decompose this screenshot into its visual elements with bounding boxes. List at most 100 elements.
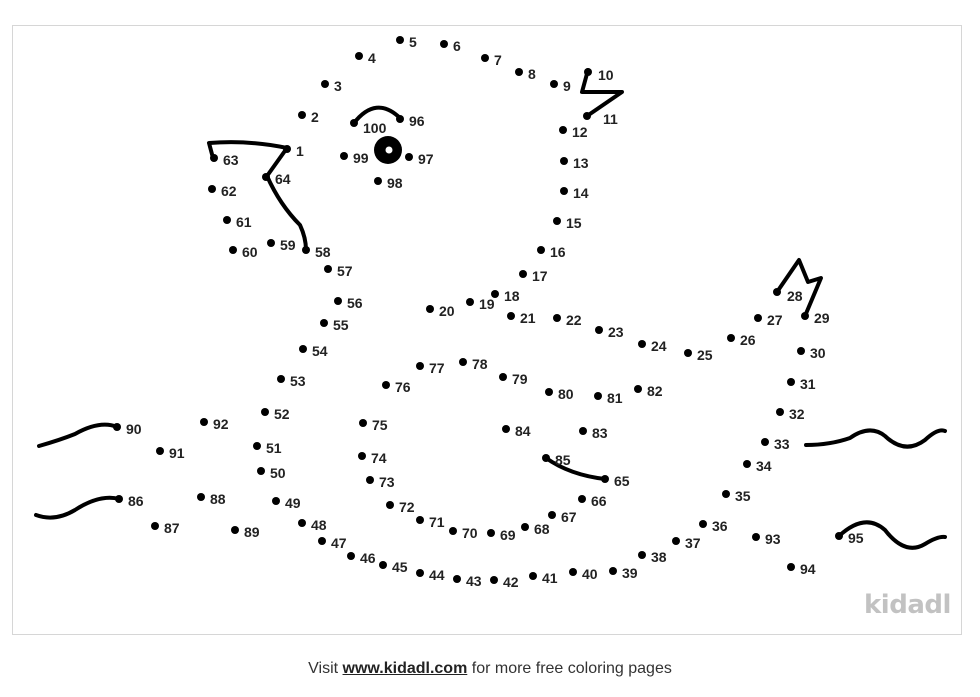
dot-label-77: 77: [429, 360, 445, 376]
dot-label-23: 23: [608, 324, 624, 340]
dot-label-61: 61: [236, 214, 252, 230]
dot-label-42: 42: [503, 574, 519, 590]
dot-39: [609, 567, 617, 575]
dot-34: [743, 460, 751, 468]
dot-45: [379, 561, 387, 569]
dot-label-36: 36: [712, 518, 728, 534]
dot-label-81: 81: [607, 390, 623, 406]
dot-64: [262, 173, 270, 181]
dot-29: [801, 312, 809, 320]
dot-label-71: 71: [429, 514, 445, 530]
dot-label-32: 32: [789, 406, 805, 422]
eyebrow-line: [352, 105, 402, 125]
dot-label-16: 16: [550, 244, 566, 260]
dot-94: [787, 563, 795, 571]
dot-4: [355, 52, 363, 60]
dot-71: [416, 516, 424, 524]
dot-label-67: 67: [561, 509, 577, 525]
dot-label-15: 15: [566, 215, 582, 231]
dot-7: [481, 54, 489, 62]
dot-label-1: 1: [296, 143, 304, 159]
dot-22: [553, 314, 561, 322]
dot-label-21: 21: [520, 310, 536, 326]
dot-label-35: 35: [735, 488, 751, 504]
dot-33: [761, 438, 769, 446]
dot-84: [502, 425, 510, 433]
dot-label-52: 52: [274, 406, 290, 422]
dot-73: [366, 476, 374, 484]
dot-32: [776, 408, 784, 416]
dot-label-92: 92: [213, 416, 229, 432]
dot-74: [358, 452, 366, 460]
dot-label-84: 84: [515, 423, 531, 439]
dot-65: [601, 475, 609, 483]
dot-25: [684, 349, 692, 357]
dot-63: [210, 154, 218, 162]
dot-18: [491, 290, 499, 298]
dot-6: [440, 40, 448, 48]
dot-44: [416, 569, 424, 577]
dot-47: [318, 537, 326, 545]
dot-46: [347, 552, 355, 560]
dot-82: [634, 385, 642, 393]
dot-100: [350, 119, 358, 127]
dot-28: [773, 288, 781, 296]
dot-label-78: 78: [472, 356, 488, 372]
dot-label-73: 73: [379, 474, 395, 490]
dot-label-99: 99: [353, 150, 369, 166]
page-frame: [12, 25, 962, 635]
tail-tuft-line: [775, 258, 823, 318]
dot-label-87: 87: [164, 520, 180, 536]
dot-68: [521, 523, 529, 531]
dot-37: [672, 537, 680, 545]
dot-23: [595, 326, 603, 334]
dot-67: [548, 511, 556, 519]
wave-right-top: [804, 428, 947, 449]
dot-label-22: 22: [566, 312, 582, 328]
dot-label-70: 70: [462, 525, 478, 541]
dot-15: [553, 217, 561, 225]
dot-11: [583, 112, 591, 120]
dot-label-58: 58: [315, 244, 331, 260]
dot-98: [374, 177, 382, 185]
dot-label-10: 10: [598, 67, 614, 83]
dot-label-64: 64: [275, 171, 291, 187]
dot-99: [340, 152, 348, 160]
dot-58: [302, 246, 310, 254]
dot-label-5: 5: [409, 34, 417, 50]
dot-label-29: 29: [814, 310, 830, 326]
kidadl-link[interactable]: www.kidadl.com: [342, 660, 468, 677]
dot-label-7: 7: [494, 52, 502, 68]
dot-label-88: 88: [210, 491, 226, 507]
dot-label-19: 19: [479, 296, 495, 312]
dot-62: [208, 185, 216, 193]
dot-59: [267, 239, 275, 247]
dot-50: [257, 467, 265, 475]
dot-label-24: 24: [651, 338, 667, 354]
dot-label-43: 43: [466, 573, 482, 589]
dot-8: [515, 68, 523, 76]
dot-label-72: 72: [399, 499, 415, 515]
dot-label-51: 51: [266, 440, 282, 456]
dot-label-54: 54: [312, 343, 328, 359]
dot-38: [638, 551, 646, 559]
dot-89: [231, 526, 239, 534]
dot-label-9: 9: [563, 78, 571, 94]
dot-label-31: 31: [800, 376, 816, 392]
dot-30: [797, 347, 805, 355]
dot-label-20: 20: [439, 303, 455, 319]
dot-label-17: 17: [532, 268, 548, 284]
dot-96: [396, 115, 404, 123]
dot-label-8: 8: [528, 66, 536, 82]
dot-label-18: 18: [504, 288, 520, 304]
dot-97: [405, 153, 413, 161]
dot-35: [722, 490, 730, 498]
dot-label-46: 46: [360, 550, 376, 566]
dot-20: [426, 305, 434, 313]
dot-66: [578, 495, 586, 503]
dot-label-38: 38: [651, 549, 667, 565]
dot-80: [545, 388, 553, 396]
dot-label-55: 55: [333, 317, 349, 333]
dot-27: [754, 314, 762, 322]
